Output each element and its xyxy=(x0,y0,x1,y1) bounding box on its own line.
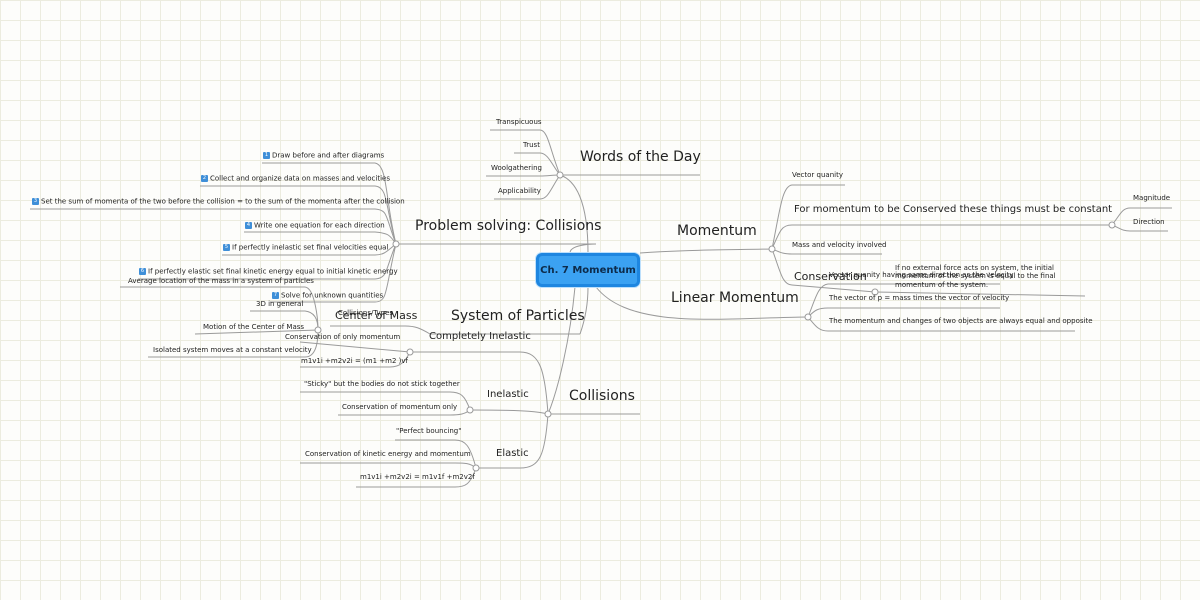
branch-problem-solving[interactable]: Problem solving: Collisions xyxy=(415,218,602,234)
word-item[interactable]: Transpicuous xyxy=(496,118,542,126)
branch-collisions[interactable]: Collisions xyxy=(569,388,635,404)
momentum-item[interactable]: For momentum to be Conserved these thing… xyxy=(794,204,1113,215)
number-7-icon: 7 xyxy=(272,292,279,299)
collision-formula[interactable]: m1v1i +m2v2i = m1v1f +m2v2f xyxy=(360,473,475,481)
subtopic-inelastic[interactable]: Inelastic xyxy=(487,389,529,400)
connector-words-of-day xyxy=(559,174,589,254)
connector-collisions xyxy=(547,286,576,415)
com-item[interactable]: 3D in general xyxy=(256,300,304,308)
com-item[interactable]: Motion of the Center of Mass xyxy=(203,323,305,331)
collision-formula[interactable]: m1v1i +m2v2i = (m1 +m2 )vf xyxy=(301,357,408,365)
constant-item[interactable]: Direction xyxy=(1133,218,1165,226)
momentum-item[interactable]: Vector quanity xyxy=(792,171,843,179)
number-5-icon: 5 xyxy=(223,244,230,251)
momentum-item-conservation[interactable]: Conservation xyxy=(794,270,867,283)
connector-momentum xyxy=(639,248,773,254)
number-3-icon: 3 xyxy=(32,198,39,205)
branch-momentum[interactable]: Momentum xyxy=(677,223,757,239)
com-item[interactable]: Isolated system moves at a constant velo… xyxy=(153,346,312,354)
subtopic-center-of-mass[interactable]: Center of Mass xyxy=(335,309,418,322)
momentum-item[interactable]: Mass and velocity involved xyxy=(792,241,887,249)
word-item[interactable]: Trust xyxy=(523,141,540,149)
collision-item[interactable]: "Sticky" but the bodies do not stick tog… xyxy=(304,380,460,388)
overlapping-label: Collisions/Types xyxy=(338,309,394,317)
number-2-icon: 2 xyxy=(201,175,208,182)
branch-linear-momentum[interactable]: Linear Momentum xyxy=(671,290,799,306)
collision-item[interactable]: "Perfect bouncing" xyxy=(396,427,462,435)
collision-item[interactable]: Conservation of kinetic energy and momen… xyxy=(305,450,471,458)
number-6-icon: 6 xyxy=(139,268,146,275)
collision-item[interactable]: Conservation of only momentum xyxy=(285,333,401,341)
number-1-icon: 1 xyxy=(263,152,270,159)
linear-momentum-item[interactable]: The vector of p = mass times the vector … xyxy=(829,294,1010,302)
branch-system-of-particles[interactable]: System of Particles xyxy=(451,308,585,324)
central-topic[interactable]: Ch. 7 Momentum xyxy=(536,253,640,287)
branch-words-of-the-day[interactable]: Words of the Day xyxy=(580,149,701,165)
subtopic-completely-inelastic[interactable]: Completely Inelastic xyxy=(429,331,531,342)
subtopic-elastic[interactable]: Elastic xyxy=(496,448,529,459)
number-4-icon: 4 xyxy=(245,222,252,229)
connector-problem-solving xyxy=(569,243,597,254)
conservation-description[interactable]: If no external force acts on system, the… xyxy=(895,264,1056,289)
word-item[interactable]: Woolgathering xyxy=(491,164,542,172)
com-item[interactable]: Average location of the mass in a system… xyxy=(128,277,314,285)
connector-system-particles xyxy=(579,286,589,335)
connector-linear-momentum xyxy=(595,286,809,320)
collision-item[interactable]: Conservation of momentum only xyxy=(342,403,458,411)
constant-item[interactable]: Magnitude xyxy=(1133,194,1171,202)
linear-momentum-item[interactable]: The momentum and changes of two objects … xyxy=(829,317,1093,325)
linear-momentum-item[interactable]: Vector quanity having same direction as … xyxy=(829,271,1014,279)
word-item[interactable]: Applicability xyxy=(498,187,541,195)
